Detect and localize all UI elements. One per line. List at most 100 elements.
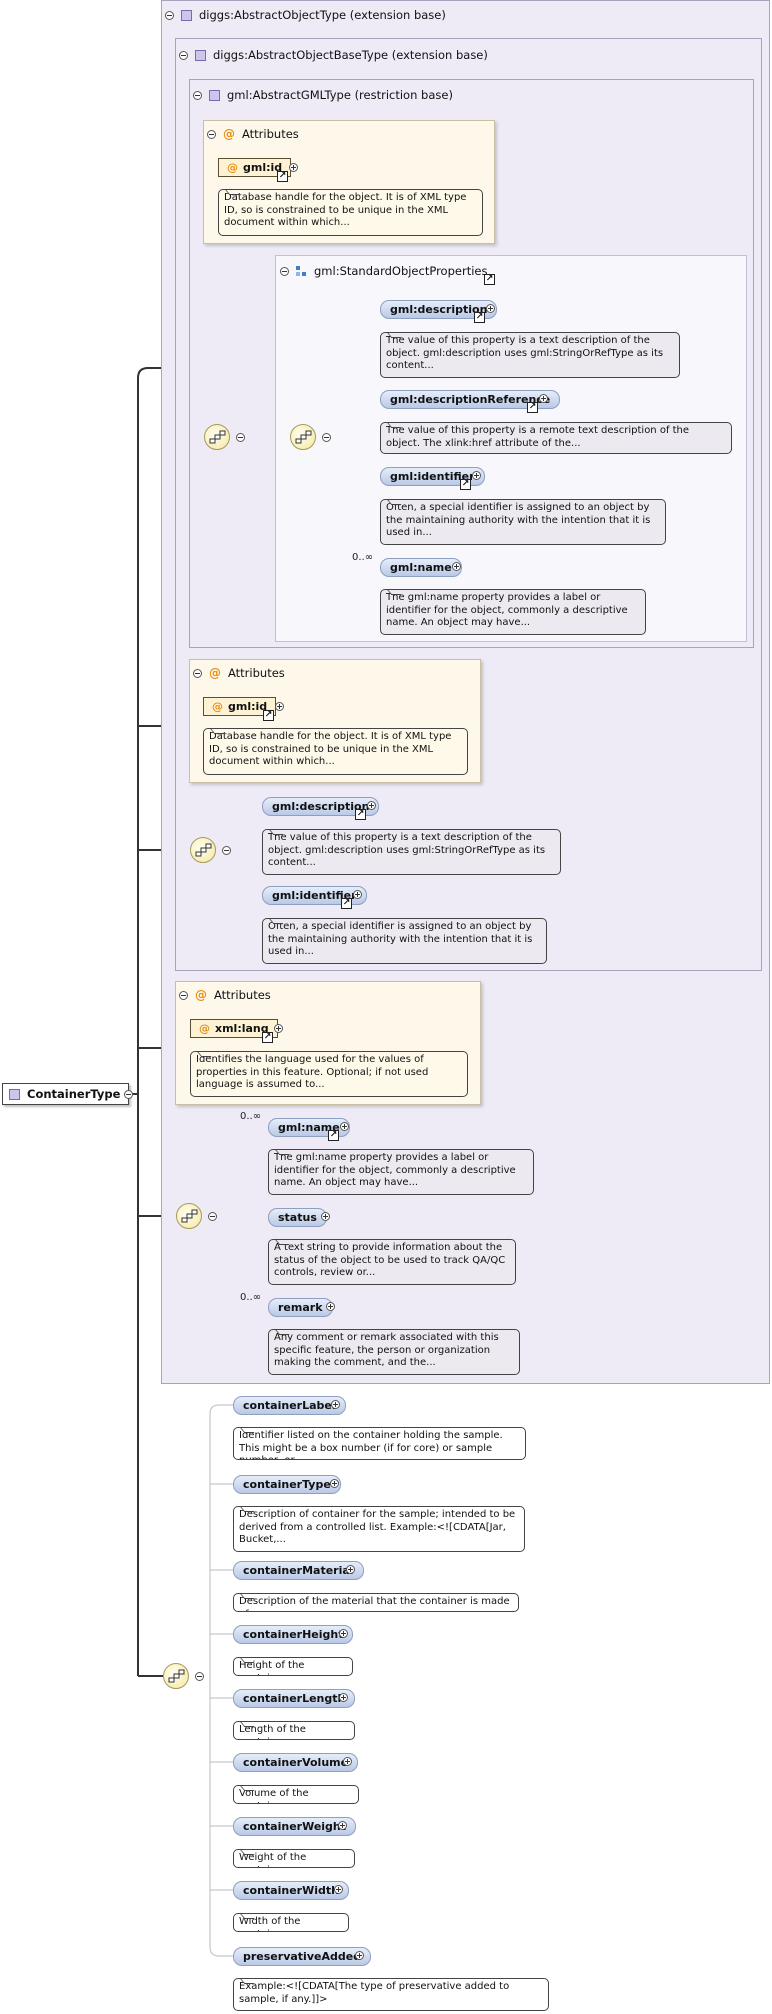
expand-icon[interactable] [339, 1629, 348, 1638]
collapse-icon[interactable] [195, 1672, 204, 1681]
expand-icon[interactable] [331, 1400, 340, 1409]
complex-type-icon [181, 9, 192, 21]
group-title: gml:StandardObjectProperties [314, 264, 488, 278]
element-container-type[interactable]: containerType [233, 1475, 341, 1494]
collapse-icon[interactable] [280, 266, 289, 276]
expand-icon[interactable] [275, 702, 284, 711]
reference-link-icon[interactable]: ↗ [262, 1032, 273, 1043]
cardinality-label: 0..∞ [240, 1111, 262, 1122]
expand-icon[interactable] [338, 1821, 347, 1830]
expand-icon[interactable] [326, 1302, 335, 1311]
collapse-icon[interactable] [222, 846, 231, 855]
element-container-height[interactable]: containerHeight [233, 1625, 354, 1644]
element-container-weight[interactable]: containerWeight [233, 1817, 357, 1836]
attribute-icon: @ [223, 127, 235, 141]
attribute-icon: @ [227, 161, 238, 174]
reference-link-icon[interactable]: ↗ [341, 898, 352, 909]
annotation: The gml:name property provides a label o… [268, 1149, 534, 1195]
collapse-icon[interactable] [193, 668, 202, 678]
collapse-icon[interactable] [236, 433, 245, 442]
element-status[interactable]: status [268, 1208, 327, 1227]
collapse-icon[interactable] [179, 990, 188, 1000]
root-complex-type[interactable]: ContainerType [2, 1083, 130, 1105]
attribute-icon: @ [199, 1022, 210, 1035]
reference-link-icon[interactable]: ↗ [277, 171, 288, 182]
complex-type-icon [9, 1088, 20, 1100]
annotation: Height of the container [233, 1657, 353, 1676]
annotation: Volume of the container [233, 1785, 359, 1804]
annotation: The value of this property is a remote t… [380, 422, 732, 454]
collapse-icon[interactable] [193, 90, 202, 100]
expand-icon[interactable] [486, 304, 495, 313]
annotation: Often, a special identifier is assigned … [262, 918, 547, 964]
element-preservative-added[interactable]: preservativeAdded [233, 1947, 372, 1966]
sequence-icon [209, 430, 226, 444]
sequence-compositor[interactable] [204, 424, 230, 450]
complex-type-icon [195, 49, 206, 61]
expand-icon[interactable] [472, 471, 481, 480]
expand-icon[interactable] [452, 562, 461, 571]
element-gml-identifier[interactable]: gml:identifier [262, 886, 367, 905]
collapse-icon[interactable] [322, 433, 331, 442]
annotation: Width of the container [233, 1913, 349, 1932]
element-gml-description-reference[interactable]: gml:descriptionReference [380, 390, 561, 409]
reference-link-icon[interactable]: ↗ [460, 479, 471, 490]
expand-icon[interactable] [355, 1951, 364, 1960]
expand-icon[interactable] [289, 163, 298, 172]
attribute-gml-id[interactable]: @gml:id [218, 158, 292, 177]
attribute-gml-id[interactable]: @gml:id [203, 697, 277, 716]
sequence-compositor[interactable] [163, 1663, 189, 1689]
element-container-material[interactable]: containerMaterial [233, 1561, 364, 1580]
sequence-icon [195, 843, 212, 857]
collapse-icon[interactable] [207, 129, 216, 139]
annotation: The gml:name property provides a label o… [380, 589, 646, 635]
expand-icon[interactable] [367, 801, 376, 810]
element-remark[interactable]: remark [268, 1298, 333, 1317]
expand-icon[interactable] [334, 1885, 343, 1894]
annotation: Example:<![CDATA[The type of preservativ… [233, 1978, 549, 2011]
expand-icon[interactable] [340, 1122, 349, 1131]
reference-link-icon[interactable]: ↗ [474, 312, 485, 323]
sequence-compositor[interactable] [176, 1203, 202, 1229]
attribute-xml-lang[interactable]: @xml:lang [190, 1019, 278, 1038]
element-gml-description[interactable]: gml:description [262, 797, 380, 816]
reference-link-icon[interactable]: ↗ [527, 402, 538, 413]
expand-icon[interactable] [274, 1024, 283, 1033]
sequence-compositor[interactable] [190, 837, 216, 863]
cardinality-label: 0..∞ [352, 552, 374, 563]
element-gml-description[interactable]: gml:description [380, 300, 498, 319]
expand-icon[interactable] [343, 1757, 352, 1766]
reference-link-icon[interactable]: ↗ [263, 710, 274, 721]
restriction-title: gml:AbstractGMLType (restriction base) [227, 88, 453, 102]
element-container-width[interactable]: containerWidth [233, 1881, 349, 1900]
complex-type-icon [209, 89, 220, 101]
reference-link-icon[interactable]: ↗ [355, 809, 366, 820]
element-container-length[interactable]: containerLength [233, 1689, 356, 1708]
annotation: Database handle for the object. It is of… [203, 728, 468, 775]
reference-link-icon[interactable]: ↗ [328, 1130, 339, 1141]
element-container-label[interactable]: containerLabel [233, 1396, 346, 1415]
element-container-volume[interactable]: containerVolume [233, 1753, 359, 1772]
expand-icon[interactable] [321, 1212, 330, 1221]
annotation: Length of the container [233, 1721, 355, 1740]
expand-icon[interactable] [346, 1565, 355, 1574]
annotation: Database handle for the object. It is of… [218, 189, 483, 236]
collapse-icon[interactable] [208, 1212, 217, 1221]
annotation: Weight of the container [233, 1849, 355, 1868]
attribute-icon: @ [195, 988, 207, 1002]
expand-icon[interactable] [339, 1693, 348, 1702]
reference-link-icon[interactable]: ↗ [484, 274, 495, 285]
sequence-icon [295, 430, 312, 444]
expand-icon[interactable] [539, 394, 548, 403]
collapse-icon[interactable] [179, 50, 188, 60]
expand-icon[interactable] [330, 1479, 339, 1488]
element-gml-name[interactable]: gml:name [380, 558, 462, 577]
sequence-compositor[interactable] [290, 424, 316, 450]
annotation: Any comment or remark associated with th… [268, 1329, 520, 1375]
attribute-icon: @ [212, 700, 223, 713]
expand-icon[interactable] [353, 890, 362, 899]
collapse-icon[interactable] [124, 1090, 133, 1099]
element-gml-identifier[interactable]: gml:identifier [380, 467, 485, 486]
collapse-icon[interactable] [165, 10, 174, 20]
attributes-title: Attributes [228, 666, 285, 680]
